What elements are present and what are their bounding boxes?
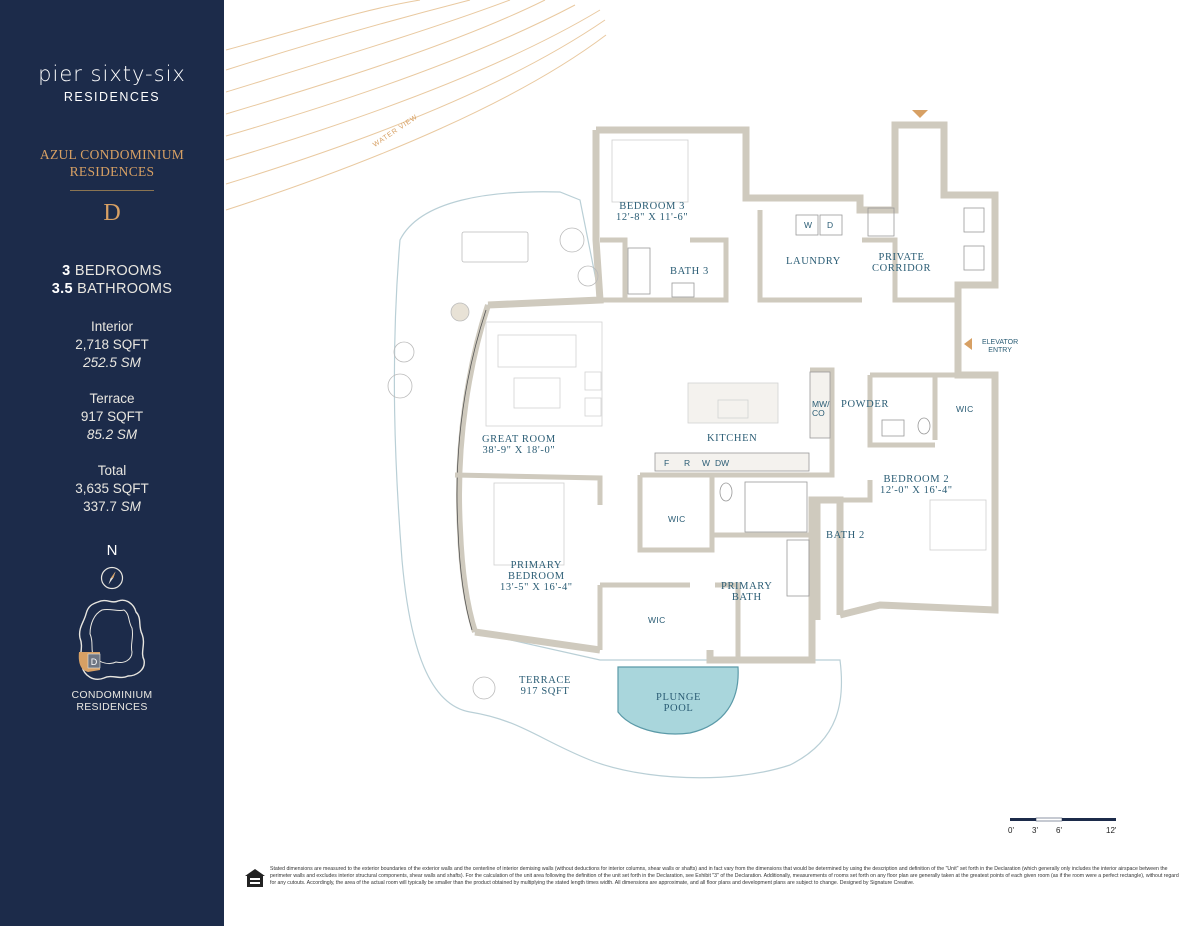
range-label: R [684,458,691,468]
collection-title: AZUL CONDOMINIUM RESIDENCES [39,147,185,179]
microwave-label: MW/CO [812,399,830,418]
curtain-wall [456,304,491,633]
water-contours [225,0,607,211]
terrace-area: Terrace 917 SQFT 85.2 SM [80,391,144,442]
unit-entry-arrow [912,110,928,118]
scale-bar [1010,817,1116,822]
fridge-label: F [664,458,670,468]
total-area: Total 3,635 SQFT 337.7 SM [75,463,149,514]
powder-label: POWDER [841,399,889,410]
unit-letter: D [103,200,121,226]
plants [387,227,599,700]
wic-bedroom2-label: WIC [956,404,974,414]
floor-plan-drawing [225,0,1116,822]
wic-primary-a-label: WIC [668,514,686,524]
dishwasher-label: DW [715,458,730,468]
brand-sub: RESIDENCES [63,90,161,104]
plunge-pool-shape [617,666,739,735]
bath2-label: BATH 2 [826,530,865,541]
scale-3: 3' [1032,826,1038,835]
interior-area: Interior 2,718 SQFT 252.5 SM [75,319,149,370]
exterior-walls [474,121,999,664]
dryer-label: D [827,220,834,230]
north-label: N [106,542,118,559]
kitchen-label: KITCHEN [707,433,758,444]
scale-12: 12' [1106,826,1117,835]
brand-name: pier sixty-six [38,62,186,86]
washer-label: W [804,220,813,230]
bed-bath-specs: 3 BEDROOMS 3.5 BATHROOMS [51,263,173,297]
keyplan-marker: D [91,657,98,667]
divider [70,190,154,191]
interior-walls [454,210,958,660]
laundry-label: LAUNDRY [786,256,841,267]
bath-fixtures [627,207,985,597]
scale-6: 6' [1056,826,1062,835]
terrace-furniture [450,231,529,322]
info-sidebar: pier sixty-six RESIDENCES AZUL CONDOMINI… [0,0,224,926]
compass-icon [100,566,124,590]
equal-housing-icon [245,869,265,887]
brand-logo: pier sixty-six RESIDENCES [0,62,224,104]
beds [493,139,987,566]
kitchen-counter [654,452,810,472]
scale-0: 0' [1008,826,1014,835]
elevator-arrow [964,338,972,350]
great-room-furniture [485,321,779,427]
bath3-label: BATH 3 [670,266,709,277]
wine-label: W [702,458,711,468]
keyplan-label: CONDOMINIUM RESIDENCES [71,689,153,713]
building-keyplan: D [78,599,145,680]
legal-disclaimer: Stated dimensions are measured to the ex… [270,866,1179,886]
wic-primary-b-label: WIC [648,615,666,625]
